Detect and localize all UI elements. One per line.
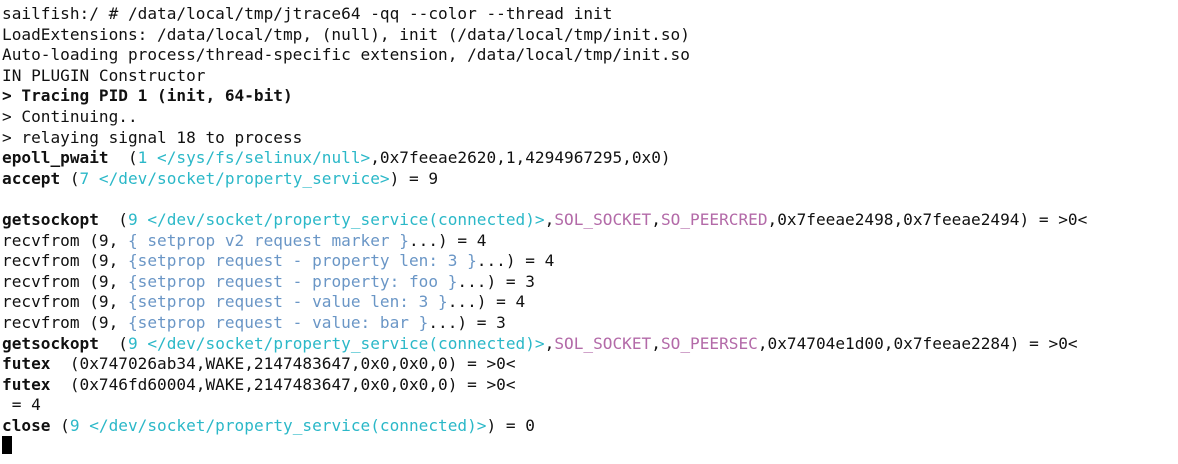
terminal-line: getsockopt (9 </dev/socket/property_serv… [2,334,1178,355]
payload-text: { setprop v2 request marker } [127,230,409,250]
terminal-line: futex (0x746fd60004,WAKE,2147483647,0x0,… [2,375,1178,396]
terminal-line: > relaying signal 18 to process [2,128,1178,149]
text-cursor [2,436,12,455]
terminal-line: epoll_pwait (1 </sys/fs/selinux/null>,0x… [2,148,1178,169]
payload-text: {setprop request - property: foo } [127,271,458,291]
text-segment: recvfrom (9, [2,292,128,312]
syscall-name: futex [2,374,51,394]
text-segment: > Continuing.. [2,106,138,126]
text-segment: > relaying signal 18 to process [2,127,303,147]
payload-text: {setprop request - value: bar } [127,312,429,332]
terminal-line: futex (0x747026ab34,WAKE,2147483647,0x0,… [2,354,1178,375]
terminal-line: sailfish:/ # /data/local/tmp/jtrace64 -q… [2,4,1178,25]
fd-path: 1 </sys/fs/selinux/null> [137,148,371,168]
text-segment: ...) = 4 [408,230,487,250]
syscall-name: getsockopt [2,333,99,353]
text-segment: (0x746fd60004,WAKE,2147483647,0x0,0x0,0)… [50,374,516,394]
syscall-name: futex [2,354,51,374]
terminal-line: recvfrom (9, {setprop request - property… [2,272,1178,293]
text-segment: ( [50,415,70,435]
terminal-line: accept (7 </dev/socket/property_service>… [2,169,1178,190]
text-segment: recvfrom (9, [2,230,128,250]
text-segment: (0x747026ab34,WAKE,2147483647,0x0,0x0,0)… [50,354,516,374]
text-segment: = 4 [2,395,41,415]
terminal-line: > Tracing PID 1 (init, 64-bit) [2,86,1178,107]
fd-path: 9 </dev/socket/property_service(connecte… [69,415,487,435]
syscall-name: epoll_pwait [2,148,109,168]
terminal-line: Auto-loading process/thread-specific ext… [2,45,1178,66]
terminal-line: recvfrom (9, { setprop v2 request marker… [2,231,1178,252]
terminal-line [2,189,1178,210]
constant-name: SO_PEERCRED [660,209,768,229]
text-segment: ( [108,148,138,168]
text-segment: recvfrom (9, [2,271,128,291]
text-segment: ,0x74704e1d00,0x7feeae2284) = >0< [757,333,1078,353]
syscall-name: accept [2,168,61,188]
text-segment: sailfish:/ # /data/local/tmp/jtrace64 -q… [2,4,613,23]
terminal-line: recvfrom (9, {setprop request - property… [2,251,1178,272]
text-segment: ,0x7feeae2498,0x7feeae2494) = >0< [767,209,1088,229]
constant-name: SOL_SOCKET [554,209,652,229]
terminal-line: recvfrom (9, {setprop request - value: b… [2,313,1178,334]
payload-text: {setprop request - property len: 3 } [127,251,477,271]
terminal-line: getsockopt (9 </dev/socket/property_serv… [2,210,1178,231]
text-segment: recvfrom (9, [2,251,128,271]
text-segment: , [544,333,555,353]
text-segment: ( [60,168,80,188]
constant-name: SOL_SOCKET [554,333,652,353]
text-segment: ...) = 3 [457,271,535,291]
text-segment: IN PLUGIN Constructor [2,65,206,85]
text-segment: LoadExtensions: /data/local/tmp, (null),… [2,24,690,44]
text-segment: , [544,209,555,229]
terminal-line: > Continuing.. [2,107,1178,128]
text-segment: , [651,333,661,353]
prompt-line[interactable] [2,436,1178,457]
text-segment: , [651,209,661,229]
text-segment: Auto-loading process/thread-specific ext… [2,45,690,65]
terminal-line: = 4 [2,395,1178,416]
text-segment: ( [98,333,128,353]
text-segment: ) = 9 [389,168,439,188]
fd-path: 7 </dev/socket/property_service> [79,168,390,188]
text-segment: recvfrom (9, [2,312,128,332]
text-segment: ...) = 3 [428,312,506,332]
text-segment: ,0x7feeae2620,1,4294967295,0x0) [370,148,671,168]
constant-name: SO_PEERSEC [660,333,758,353]
text-segment: ( [98,209,128,229]
text-segment: ...) = 4 [447,292,526,312]
terminal-line: close (9 </dev/socket/property_service(c… [2,416,1178,437]
syscall-name: getsockopt [2,209,99,229]
syscall-name: > Tracing PID 1 (init, 64-bit) [2,86,293,106]
terminal-line: LoadExtensions: /data/local/tmp, (null),… [2,25,1178,46]
text-segment: ...) = 4 [476,251,555,271]
text-segment: ) = 0 [486,415,535,435]
syscall-name: close [2,415,51,435]
fd-path: 9 </dev/socket/property_service(connecte… [127,333,545,353]
payload-text: {setprop request - value len: 3 } [127,292,448,312]
terminal-line: IN PLUGIN Constructor [2,66,1178,87]
terminal-line: recvfrom (9, {setprop request - value le… [2,292,1178,313]
fd-path: 9 </dev/socket/property_service(connecte… [127,209,545,229]
